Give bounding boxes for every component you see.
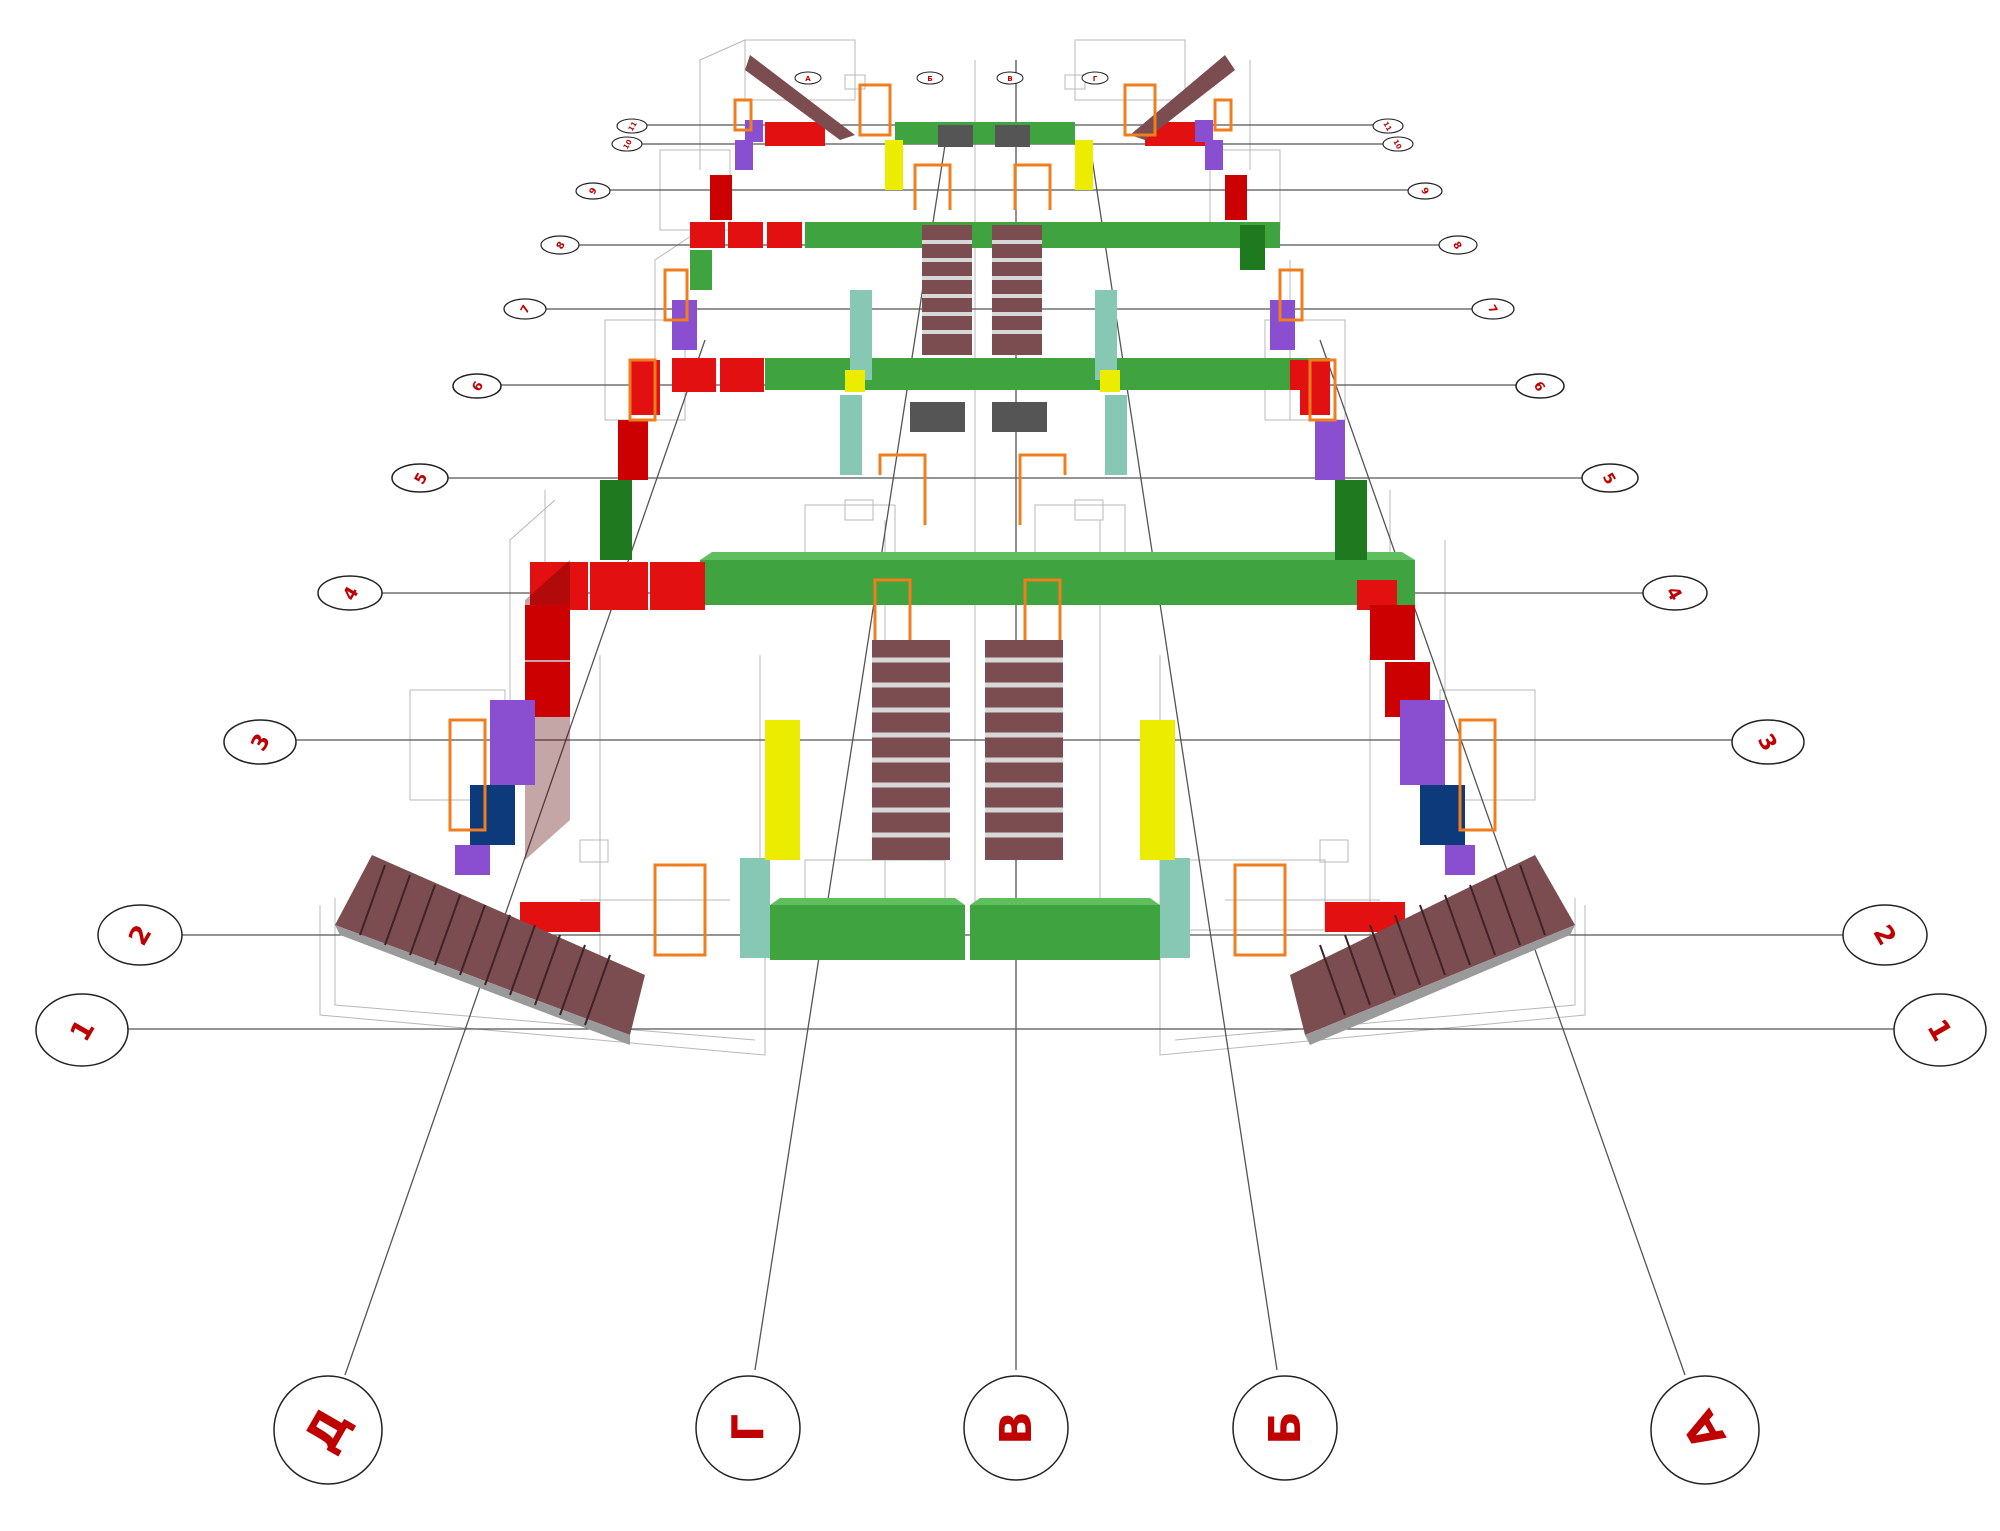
axis-bubble-d: Д [273,1375,383,1485]
axis-label-g: Г [723,1414,774,1442]
stair-center-right-lower [985,640,1063,860]
axis-label-9-left: 9 [588,186,600,196]
axis-bubble-5-left: 5 [391,463,449,493]
axis-bubbles: 1 1 2 2 3 3 4 4 [35,71,1987,1485]
axis-bubble-1-right: 1 [1893,993,1987,1067]
axis-bubble-a: А [1650,1375,1760,1485]
axis-bubble-8-left: 8 [540,235,580,255]
stair-top-left [745,55,855,140]
axis-bubble-top-left-b: Б [916,71,944,85]
axis-label-v: В [991,1411,1042,1445]
axis-bubble-9-left: 9 [575,182,611,200]
axis-label-top-left-a: А [805,75,811,83]
axis-bubble-11-left: 11 [616,118,648,134]
axis-label-top-left-b: Б [927,75,932,83]
axis-label-top-right-b: Г [1093,75,1098,83]
axis-bubble-11-right: 11 [1372,118,1404,134]
wall-row-4 [530,552,1415,610]
axis-label-11-right: 11 [1381,120,1393,133]
stair-entry-right [1290,855,1575,1045]
axis-line-a [1319,339,1686,1376]
axis-bubble-8-right: 8 [1438,235,1478,255]
axis-bubble-2-left: 2 [97,904,183,966]
axis-label-top-right-a: В [1007,75,1012,83]
stair-entry-left [335,855,645,1045]
axis-bubble-g: Г [695,1375,801,1481]
stair-landing-right [992,402,1047,432]
axis-bubble-v: В [963,1375,1069,1481]
axis-label-8-left: 8 [555,240,568,252]
axis-line-b [1089,144,1278,1371]
axis-line-d [344,339,706,1376]
axis-bubble-top-right-b: Г [1081,71,1109,85]
axis-bubble-5-right: 5 [1581,463,1639,493]
axis-bubble-9-right: 9 [1407,182,1443,200]
stair-center-right-upper [992,225,1042,355]
doors [448,83,1497,957]
axis-bubble-1-left: 1 [35,993,129,1067]
axis-bubble-b: Б [1232,1375,1338,1481]
axis-bubble-6-left: 6 [452,373,502,399]
stair-center-left-upper [922,225,972,355]
wall-row-6 [672,358,1330,392]
axis-bubble-4-right: 4 [1642,575,1708,611]
axis-line-g [754,144,946,1371]
axis-bubble-3-left: 3 [223,719,297,765]
axis-bubble-6-right: 6 [1515,373,1565,399]
axis-bubble-10-right: 10 [1382,136,1414,152]
axis-label-10-left: 10 [622,138,634,151]
axis-bubble-top-left-a: А [794,71,822,85]
axis-bubble-7-right: 7 [1471,298,1515,320]
axis-bubble-10-left: 10 [611,136,643,152]
wall-row-2 [520,858,1405,960]
axis-label-8-right: 8 [1450,240,1463,252]
stairs [335,55,1575,1045]
axis-bubble-top-right-a: В [996,71,1024,85]
axis-label-b: Б [1260,1411,1311,1445]
stair-landing-left [910,402,965,432]
axis-bubble-3-right: 3 [1731,719,1805,765]
wall-row-8 [690,222,1280,248]
stair-landing-top-right [995,125,1030,147]
interior-columns [765,140,1175,860]
axis-bubble-4-left: 4 [317,575,383,611]
stair-center-left-lower [872,640,950,860]
axis-bubble-7-left: 7 [503,298,547,320]
axis-bubble-2-right: 2 [1842,904,1928,966]
axis-label-9-right: 9 [1418,186,1430,196]
axis-label-10-right: 10 [1391,138,1403,151]
wall-right-outer [1195,120,1475,875]
axis-label-11-left: 11 [627,120,639,133]
stair-landing-top-left [938,125,973,147]
wall-left-outer [455,120,763,875]
